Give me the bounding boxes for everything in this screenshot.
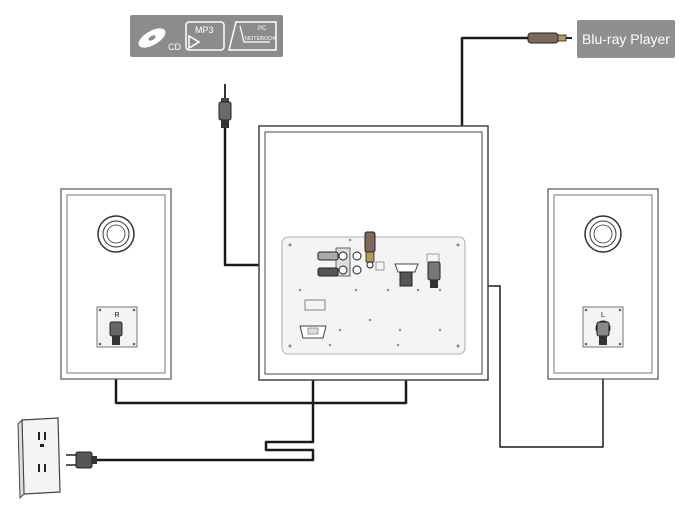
speaker-left: L [547, 188, 659, 380]
pc-label: PC [258, 26, 267, 32]
bluray-player-badge: Blu-ray Player [577, 20, 675, 58]
pc-notebook-icon: PC NOTEBOOK [228, 21, 277, 51]
speaker-left-letter: L [601, 312, 605, 319]
power-input-connector [299, 325, 327, 339]
speaker-right-letter: R [114, 312, 119, 319]
cd-icon: CD [138, 28, 181, 52]
rca-input-jacks [335, 247, 362, 277]
panel-screws [288, 238, 460, 348]
rca-plugs-aux [317, 251, 339, 277]
media-badge-background [130, 15, 283, 57]
audio-jack-3-5mm-icon [218, 84, 232, 128]
wall-outlet-icon [17, 417, 61, 500]
subwoofer-unit [258, 125, 489, 381]
bluray-badge-background [577, 20, 675, 58]
coaxial-plug [364, 231, 376, 269]
play-icon [188, 34, 201, 50]
speaker-left-plug [595, 320, 611, 345]
mp3-icon: MP3 [185, 21, 225, 51]
speaker-right-plug [109, 321, 123, 345]
power-cable [93, 338, 315, 462]
speaker-output-connector [394, 263, 419, 287]
panel-label-box [304, 299, 326, 311]
speaker-right-driver [97, 215, 135, 253]
rca-plug-icon [527, 32, 572, 44]
notebook-label: NOTEBOOK [245, 36, 277, 42]
bluray-label: Blu-ray Player [582, 31, 670, 47]
power-plug-icon [66, 451, 97, 469]
cd-label: CD [168, 42, 181, 52]
speaker-left-driver [584, 215, 622, 253]
mp3-label: MP3 [195, 25, 214, 35]
speaker-l-connector [427, 261, 441, 288]
media-source-badge: CD MP3 PC NOTEBOOK [130, 15, 283, 57]
speaker-right: R [60, 188, 172, 380]
